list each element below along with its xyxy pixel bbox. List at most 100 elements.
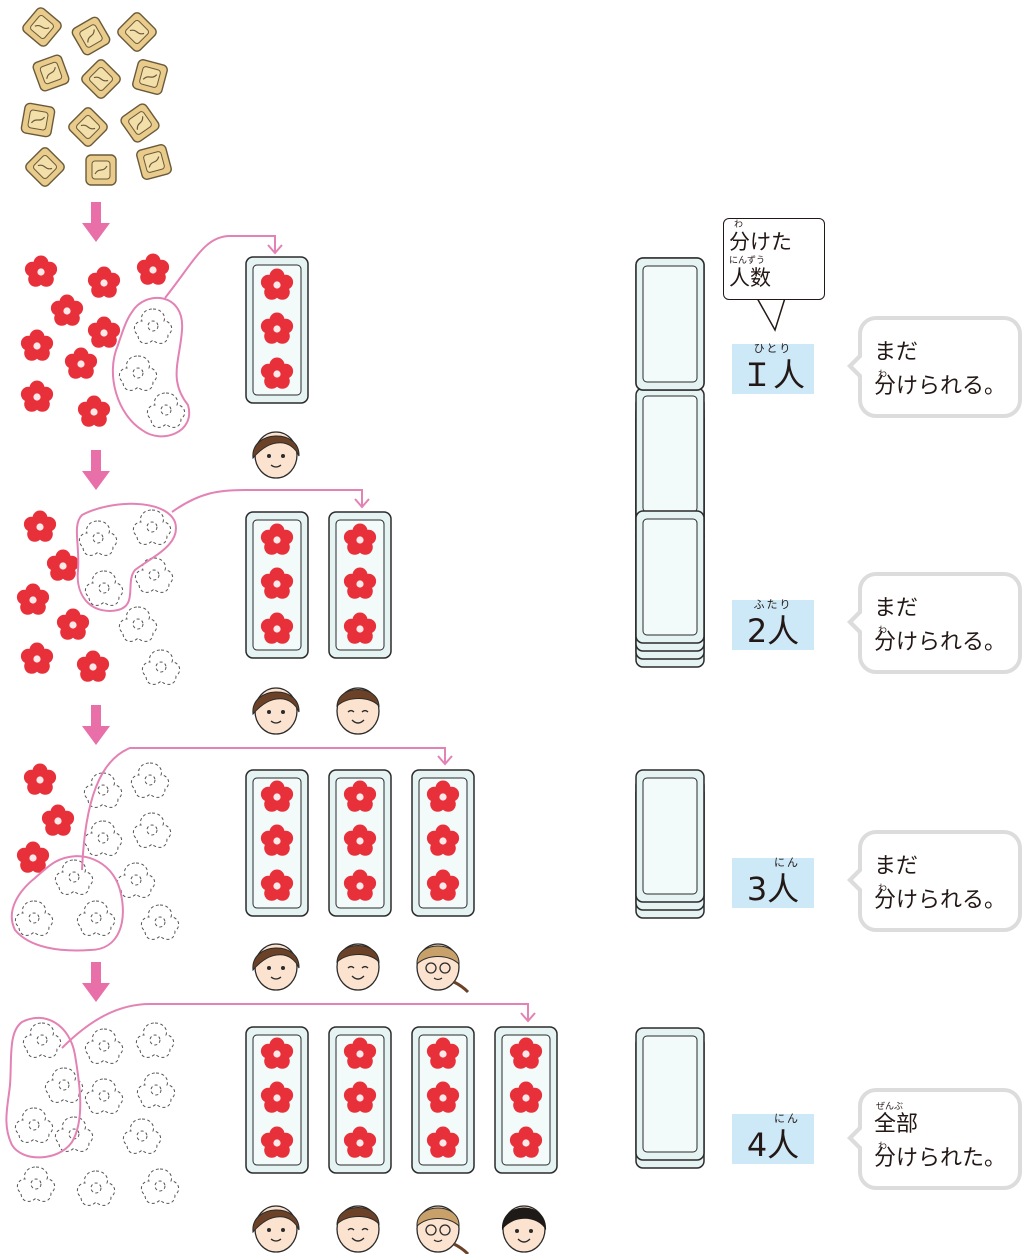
down-arrow-icon xyxy=(82,202,110,242)
move-arrow xyxy=(171,489,363,513)
child-face-icon xyxy=(252,687,300,735)
dashed-flower-icon xyxy=(54,859,94,895)
status-bubble: わ まだ 分けられる。 xyxy=(847,572,1022,674)
dashed-flower-icon xyxy=(122,1118,162,1154)
child-face-icon xyxy=(415,942,470,994)
plate-icon xyxy=(635,1027,705,1161)
flower-candy-icon xyxy=(56,608,90,640)
dashed-flower-icon xyxy=(14,900,54,936)
dashed-flower-icon xyxy=(84,570,124,606)
flower-candy-icon xyxy=(20,329,54,361)
flower-candy-icon xyxy=(20,380,54,412)
people-count-label: 4人 xyxy=(746,1126,800,1164)
dashed-flower-icon xyxy=(84,1028,124,1064)
flower-candy-icon xyxy=(87,266,121,298)
cracker-icon xyxy=(31,53,71,93)
flower-candy-icon xyxy=(16,841,50,873)
dashed-flower-icon xyxy=(146,392,186,428)
people-count-ruby: にん xyxy=(774,1112,800,1125)
flower-candy-icon xyxy=(24,255,58,287)
callout-ruby-1: わ xyxy=(734,220,744,230)
down-arrow-icon xyxy=(82,962,110,1002)
status-bubble: わ まだ 分けられる。 xyxy=(847,316,1022,418)
child-face-icon xyxy=(501,1205,547,1253)
dashed-flower-icon xyxy=(140,1168,180,1204)
cracker-pile xyxy=(19,5,174,189)
bubble-line-2: 分けられる。 xyxy=(874,374,1007,399)
dashed-flower-icon xyxy=(132,509,172,545)
people-count-ruby: ふたり xyxy=(753,598,793,611)
flower-candy-icon xyxy=(64,347,98,379)
dashed-flower-icon xyxy=(132,812,172,848)
dashed-flower-icon xyxy=(118,606,158,642)
people-count-label: 3人 xyxy=(746,870,800,908)
child-face-icon xyxy=(252,943,300,991)
bubble-line-1: まだ xyxy=(874,340,919,365)
move-arrow xyxy=(81,747,446,871)
flower-candy-icon xyxy=(41,804,75,836)
cracker-icon xyxy=(19,101,57,139)
selection-lasso xyxy=(5,1016,82,1159)
dashed-flower-icon xyxy=(76,1170,116,1206)
child-face-icon xyxy=(252,1205,300,1253)
cracker-icon xyxy=(23,145,67,189)
flower-candy-icon xyxy=(77,395,111,427)
bubble-line-2: 分けられる。 xyxy=(874,888,1007,913)
bubble-line-1: まだ xyxy=(874,854,919,879)
bubble-ruby-2: わ xyxy=(878,1142,888,1152)
status-bubble: わ まだ 分けられる。 xyxy=(847,830,1022,932)
flower-candy-icon xyxy=(46,549,80,581)
dashed-flower-icon xyxy=(14,1107,54,1143)
flower-candy-icon xyxy=(87,316,121,348)
flower-candy-icon xyxy=(20,642,54,674)
bubble-line-1: 全部 xyxy=(874,1112,919,1137)
plate-icon xyxy=(635,387,705,521)
dashed-flower-icon xyxy=(16,1166,56,1202)
dashed-flower-icon xyxy=(118,355,158,391)
child-face-icon xyxy=(252,431,300,479)
callout-line-1: 分けた xyxy=(729,230,792,254)
cracker-icon xyxy=(85,154,117,186)
dashed-flower-icon xyxy=(136,1072,176,1108)
move-arrow xyxy=(164,235,276,299)
bubble-ruby-2: わ xyxy=(878,370,888,380)
status-bubble: ぜんぶ わ 全部 分けられた。 xyxy=(847,1088,1022,1190)
child-face-icon xyxy=(336,687,380,735)
divided-people-callout: わ 分けた にんずう 人数 xyxy=(723,218,825,332)
bubble-line-1: まだ xyxy=(874,596,919,621)
cracker-icon xyxy=(115,10,159,54)
bubble-line-2: 分けられた。 xyxy=(874,1146,1007,1171)
flower-candy-icon xyxy=(23,763,57,795)
people-count: ひとり Ｉ人 xyxy=(732,342,814,394)
dashed-flower-icon xyxy=(134,557,174,593)
child-face-icon xyxy=(336,943,380,991)
callout-ruby-2: にんずう xyxy=(729,256,766,266)
cracker-icon xyxy=(130,57,170,97)
row-1 xyxy=(20,235,705,545)
move-arrow xyxy=(61,1003,529,1049)
dashed-flower-icon xyxy=(140,904,180,940)
flower-candy-icon xyxy=(136,253,170,285)
cracker-icon xyxy=(134,142,174,182)
flower-candy-icon xyxy=(23,510,57,542)
flower-candy-icon xyxy=(16,583,50,615)
flower-candy-icon xyxy=(76,650,110,682)
dashed-flower-icon xyxy=(83,772,123,808)
row-2 xyxy=(16,489,705,735)
people-count: ふたり 2人 xyxy=(732,598,814,650)
child-face-icon xyxy=(336,1205,380,1253)
bubble-line-2: 分けられる。 xyxy=(874,630,1007,655)
people-count: にん 4人 xyxy=(732,1112,814,1164)
callout-box xyxy=(723,218,825,300)
people-count-label: 2人 xyxy=(746,612,800,650)
selection-lasso xyxy=(111,297,191,438)
child-face-icon xyxy=(415,1204,470,1254)
dashed-flower-icon xyxy=(133,308,173,344)
dashed-flower-icon xyxy=(78,520,118,556)
dashed-flower-icon xyxy=(116,862,156,898)
bubble-ruby-1: ぜんぶ xyxy=(876,1102,904,1112)
people-count-label: Ｉ人 xyxy=(740,356,805,394)
callout-line-2: 人数 xyxy=(729,266,771,290)
down-arrow-icon xyxy=(82,705,110,745)
